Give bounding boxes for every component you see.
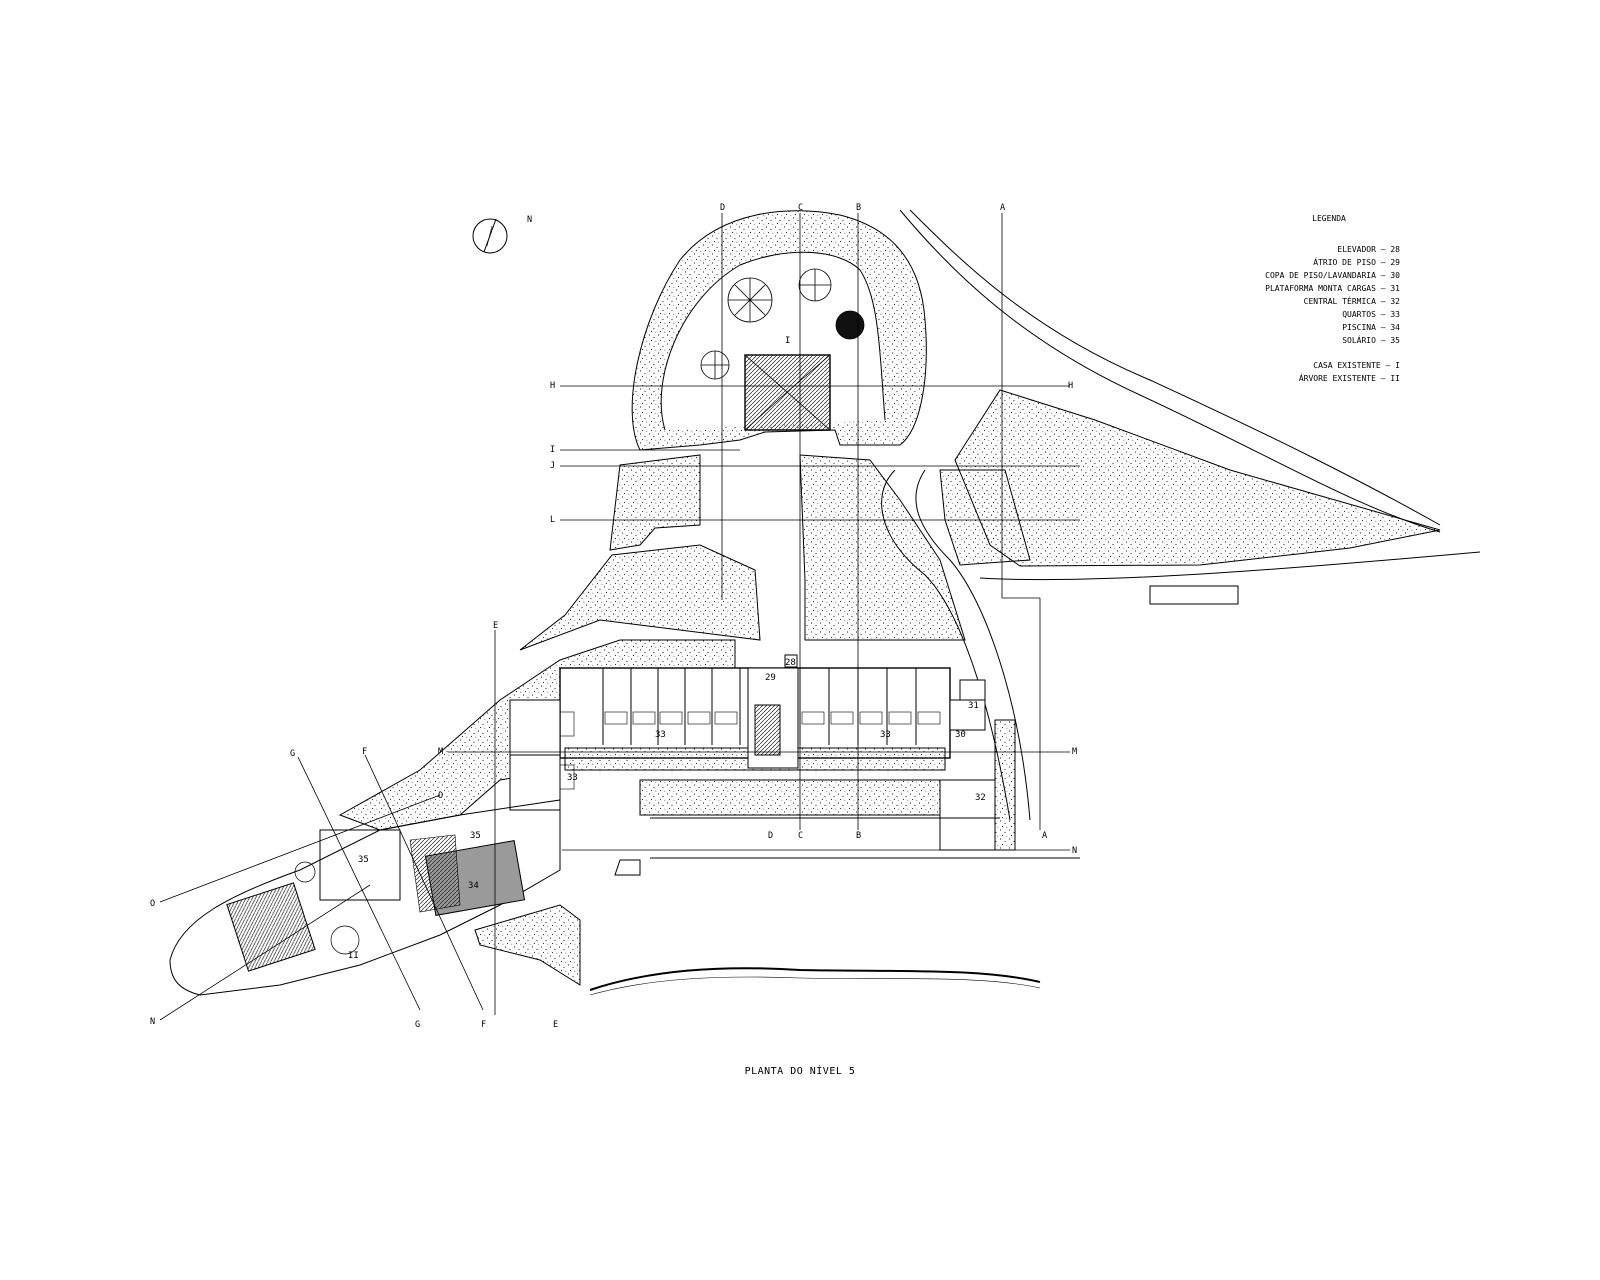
room-32: 32 <box>975 793 986 803</box>
north-label: N <box>527 215 532 225</box>
section-o-mid: O <box>438 791 443 801</box>
existing-tree-label: II <box>348 951 359 961</box>
section-e-top: E <box>493 621 498 631</box>
section-d-bottom: D <box>768 831 773 841</box>
section-b-bottom: B <box>856 831 861 841</box>
legend-existing-tree: ÁRVORE EXISTENTE – II <box>1298 374 1400 383</box>
tree-icons <box>700 268 865 380</box>
guest-room-block <box>509 654 1016 851</box>
section-a-bottom: A <box>1042 831 1047 841</box>
legend: LEGENDA ELEVADOR – 28 ÁTRIO DE PISO – 29… <box>1240 212 1400 385</box>
room-29: 29 <box>765 673 776 683</box>
room-34-pool: 34 <box>468 881 479 891</box>
right-slope <box>954 389 1441 567</box>
room-35-solarium: 35 <box>358 855 369 865</box>
legend-item-34: PISCINA – 34 <box>1342 323 1400 332</box>
room-33-south: 33 <box>567 773 578 783</box>
section-l-left: L <box>550 515 555 525</box>
legend-item-35: SOLÁRIO – 35 <box>1342 336 1400 345</box>
legend-item-30: COPA DE PISO/LAVANDARIA – 30 <box>1265 271 1400 280</box>
section-n-right: N <box>1072 846 1077 856</box>
section-b-top: B <box>856 203 861 213</box>
room-35-terrace: 35 <box>470 831 481 841</box>
north-arrow-icon <box>472 218 508 254</box>
legend-item-28: ELEVADOR – 28 <box>1337 245 1400 254</box>
section-c-top: C <box>798 203 803 213</box>
room-31: 31 <box>968 701 979 711</box>
section-m-left: M <box>438 747 443 757</box>
section-m-right: M <box>1072 747 1077 757</box>
solarium-wing <box>169 799 561 996</box>
section-n-left: N <box>150 1017 155 1027</box>
room-33-east: 33 <box>880 730 891 740</box>
section-g-top: G <box>290 749 295 759</box>
legend-existing-house: CASA EXISTENTE – I <box>1313 361 1400 370</box>
section-e-bottom: E <box>553 1020 558 1030</box>
section-lines <box>159 213 1080 1021</box>
existing-house-2 <box>226 882 316 972</box>
section-c-bottom: C <box>798 831 803 841</box>
section-o-left: O <box>150 899 155 909</box>
legend-title: LEGENDA <box>1312 214 1346 223</box>
section-f-top: F <box>362 747 367 757</box>
existing-house-label: I <box>785 336 790 346</box>
plan-caption: PLANTA DO NÍVEL 5 <box>744 1066 856 1077</box>
section-f-bottom: F <box>481 1020 486 1030</box>
section-g-bottom: G <box>415 1020 420 1030</box>
room-28: 28 <box>785 658 796 668</box>
section-h-left: H <box>550 381 555 391</box>
section-h-right: H <box>1068 381 1073 391</box>
section-i-left: I <box>550 445 555 455</box>
section-markers: D C B A H H I J L E M M D C B A N G F O … <box>150 203 1077 1030</box>
legend-item-33: QUARTOS – 33 <box>1342 310 1400 319</box>
section-a-top: A <box>1000 203 1005 213</box>
middle-slope <box>609 454 701 551</box>
legend-item-29: ÁTRIO DE PISO – 29 <box>1313 258 1400 267</box>
room-33-west: 33 <box>655 730 666 740</box>
access-road <box>881 469 1011 821</box>
section-d-top: D <box>720 203 725 213</box>
legend-item-31: PLATAFORMA MONTA CARGAS – 31 <box>1265 284 1400 293</box>
room-labels: 28 29 30 31 32 33 33 33 34 35 35 I II <box>348 336 986 961</box>
legend-item-32: CENTRAL TÉRMICA – 32 <box>1303 297 1400 306</box>
section-j-left: J <box>550 461 555 471</box>
retaining-wall <box>589 967 1041 991</box>
room-30: 30 <box>955 730 966 740</box>
